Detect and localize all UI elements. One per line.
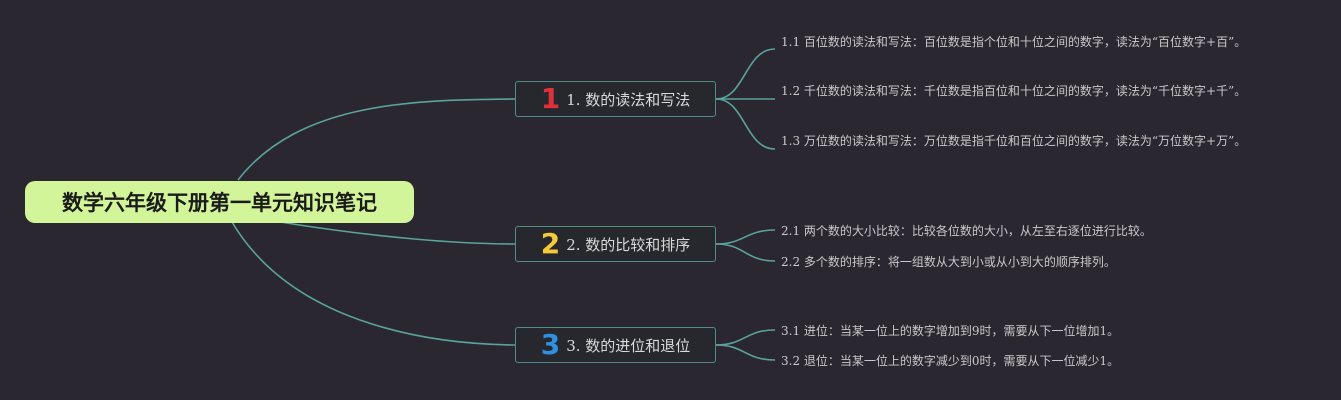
- branch-1-to-leaf-3-connector: [715, 98, 776, 150]
- branch-2-number-marker: 2: [540, 227, 561, 260]
- branch-3-label: 3. 数的进位和退位: [566, 336, 691, 355]
- leaf-topic-2-1[interactable]: 2.1 两个数的大小比较：比较各位数的大小，从左至右逐位进行比较。: [781, 221, 1276, 241]
- branch-3-to-leaf-2-connector: [715, 344, 776, 361]
- leaf-topic-1-2[interactable]: 1.2 千位数的读法和写法：千位数是指百位和十位之间的数字，读法为“千位数字+千…: [781, 81, 1276, 101]
- leaf-1-3-text: 1.3 万位数的读法和写法：万位数是指千位和百位之间的数字，读法为“万位数字+万…: [781, 134, 1247, 148]
- branch-2-label: 2. 数的比较和排序: [566, 235, 691, 254]
- branch-topic-2[interactable]: 2 2. 数的比较和排序: [515, 226, 716, 262]
- branch-1-number-marker: 1: [540, 82, 561, 115]
- leaf-topic-1-1[interactable]: 1.1 百位数的读法和写法：百位数是指个位和十位之间的数字，读法为“百位数字+百…: [781, 32, 1276, 52]
- branch-2-to-leaf-1-connector: [715, 229, 776, 245]
- branch-3-number-marker: 3: [540, 328, 561, 361]
- branch-3-to-leaf-1-connector: [715, 329, 776, 346]
- branch-1-to-leaf-1-connector: [715, 48, 776, 100]
- root-topic-label: 数学六年级下册第一单元知识笔记: [62, 191, 377, 215]
- leaf-topic-3-2[interactable]: 3.2 退位：当某一位上的数字减少到0时，需要从下一位减少1。: [781, 351, 1276, 371]
- leaf-3-1-text: 3.1 进位：当某一位上的数字增加到9时，需要从下一位增加1。: [781, 324, 1120, 338]
- branch-topic-3[interactable]: 3 3. 数的进位和退位: [515, 327, 716, 363]
- root-to-branch-2-connector: [279, 221, 516, 245]
- root-to-branch-1-connector: [237, 98, 516, 181]
- branch-1-label: 1. 数的读法和写法: [566, 90, 691, 109]
- leaf-topic-3-1[interactable]: 3.1 进位：当某一位上的数字增加到9时，需要从下一位增加1。: [781, 321, 1276, 341]
- leaf-2-2-text: 2.2 多个数的排序：将一组数从大到小或从小到大的顺序排列。: [781, 255, 1116, 269]
- branch-2-to-leaf-2-connector: [715, 243, 776, 262]
- leaf-1-1-text: 1.1 百位数的读法和写法：百位数是指个位和十位之间的数字，读法为“百位数字+百…: [781, 35, 1247, 49]
- leaf-topic-2-2[interactable]: 2.2 多个数的排序：将一组数从大到小或从小到大的顺序排列。: [781, 252, 1276, 272]
- leaf-3-2-text: 3.2 退位：当某一位上的数字减少到0时，需要从下一位减少1。: [781, 354, 1120, 368]
- root-topic[interactable]: 数学六年级下册第一单元知识笔记: [25, 181, 414, 223]
- leaf-2-1-text: 2.1 两个数的大小比较：比较各位数的大小，从左至右逐位进行比较。: [781, 224, 1152, 238]
- root-to-branch-3-connector: [231, 221, 516, 346]
- leaf-topic-1-3[interactable]: 1.3 万位数的读法和写法：万位数是指千位和百位之间的数字，读法为“万位数字+万…: [781, 131, 1276, 151]
- leaf-1-2-text: 1.2 千位数的读法和写法：千位数是指百位和十位之间的数字，读法为“千位数字+千…: [781, 84, 1247, 98]
- branch-topic-1[interactable]: 1 1. 数的读法和写法: [515, 81, 716, 117]
